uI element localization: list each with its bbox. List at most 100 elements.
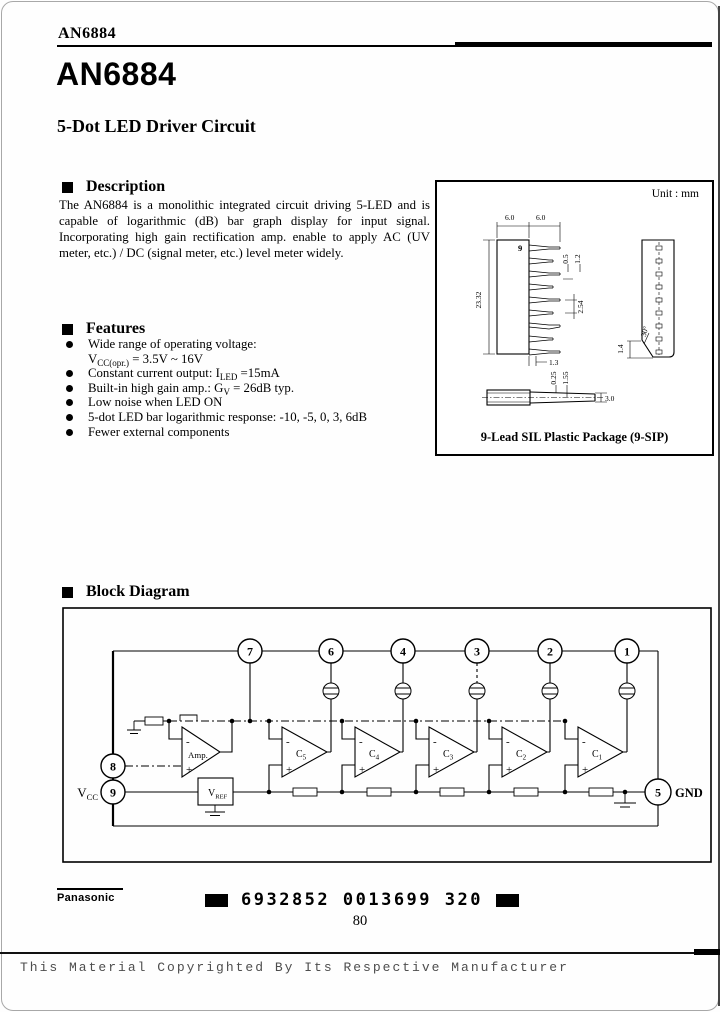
svg-text:4: 4 [400, 645, 406, 659]
dimension-labels: 6.0 6.0 23.32 0.5 1.2 2.54 1.3 0.25 1.55… [474, 213, 650, 403]
pin-2: 2 [537, 638, 563, 664]
pin-8: 8 [100, 753, 126, 779]
unit-label: Unit : mm [651, 188, 699, 200]
pin-4: 4 [390, 638, 416, 664]
svg-text:1.2: 1.2 [573, 254, 582, 264]
header-rule-thin [57, 45, 456, 47]
svg-text:Amp.: Amp. [188, 750, 208, 760]
feature-item-continuation: VCC(opr.) = 3.5V ~ 16V [88, 351, 203, 368]
svg-text:+: + [433, 764, 439, 776]
bottom-rule-end [694, 949, 720, 955]
svg-text:C3: C3 [443, 749, 454, 762]
junction-dots [166, 718, 628, 795]
block-diagram-heading: Block Diagram [62, 583, 190, 601]
brand-logo: Panasonic [57, 892, 115, 904]
feature-item: 5-dot LED bar logarithmic response: -10,… [59, 410, 439, 425]
svg-text:7: 7 [247, 645, 253, 659]
svg-text:-: - [433, 736, 437, 748]
svg-text:3: 3 [474, 645, 480, 659]
vcc-label: VCC [77, 785, 98, 802]
feature-item: Built-in high gain amp.: GV = 26dB typ. [59, 381, 439, 397]
svg-text:5: 5 [655, 786, 661, 800]
feature-item: Wide range of operating voltage: [59, 337, 439, 352]
bus-jumper [179, 714, 198, 721]
svg-text:9: 9 [110, 786, 116, 800]
svg-text:1.55: 1.55 [561, 371, 570, 384]
svg-text:6: 6 [328, 645, 334, 659]
description-heading: Description [62, 178, 165, 196]
svg-text:-: - [359, 736, 363, 748]
svg-text:-: - [286, 736, 290, 748]
bottom-rule [0, 952, 713, 954]
page-subtitle: 5-Dot LED Driver Circuit [57, 116, 256, 136]
page-number: 80 [352, 913, 368, 929]
features-heading-label: Features [86, 320, 146, 337]
scan-edge-line [718, 6, 720, 1006]
package-side-view [627, 239, 675, 359]
comparator-c2: - + C2 [501, 726, 549, 778]
led-icon [468, 682, 486, 700]
svg-text:2.54: 2.54 [576, 300, 585, 313]
description-text: The AN6884 is a monolithic integrated ci… [59, 198, 430, 261]
led-symbols [322, 682, 636, 700]
svg-text:+: + [506, 764, 512, 776]
svg-text:C4: C4 [369, 749, 380, 762]
wires [111, 650, 659, 827]
block-diagram: - + Amp. - + C5 - + C4 - + C3 - + C2 [62, 607, 712, 863]
svg-text:1.4: 1.4 [616, 344, 625, 354]
pin-9: 9 [100, 779, 126, 805]
barcode-digits: 6932852 0013699 320 [241, 890, 483, 910]
led-icon [322, 682, 340, 700]
led-icon [541, 682, 559, 700]
copyright-line: This Material Copyrighted By Its Respect… [20, 960, 569, 975]
footer-smudge-line [57, 888, 123, 890]
dimension-lines-front [483, 222, 581, 366]
description-heading-label: Description [86, 178, 166, 195]
feature-item: Low noise when LED ON [59, 395, 439, 410]
svg-text:+: + [186, 764, 192, 776]
bullet-icon [66, 384, 73, 392]
svg-text:2: 2 [547, 645, 553, 659]
barcode-row: 6932852 0013699 320 [205, 890, 519, 910]
section-square-icon [62, 181, 73, 193]
resistors [144, 716, 614, 797]
pin-terminals: 7 6 4 3 2 1 8 9 5 [100, 638, 672, 806]
feature-item: Constant current output: ILED =15mA [59, 366, 439, 382]
svg-text:+: + [582, 764, 588, 776]
section-square-icon [62, 323, 73, 335]
gnd-label: GND [675, 786, 703, 800]
svg-text:+: + [286, 764, 292, 776]
comparator-c4: - + C4 [354, 726, 402, 778]
svg-text:3.0: 3.0 [605, 394, 615, 403]
section-square-icon [62, 586, 73, 598]
features-heading: Features [62, 320, 145, 338]
package-body-front [496, 239, 530, 355]
amplifier: - + Amp. [181, 725, 222, 779]
ground-icon [205, 805, 225, 816]
page-title: AN6884 [56, 56, 177, 92]
header-rule-thick [455, 42, 712, 47]
svg-text:0.25: 0.25 [549, 371, 558, 384]
bullet-icon [66, 341, 73, 348]
svg-text:C1: C1 [592, 749, 603, 762]
ground-icon [127, 721, 141, 734]
svg-text:-: - [582, 736, 586, 748]
svg-text:1.3: 1.3 [549, 358, 559, 367]
vref-block: VREF [197, 777, 234, 806]
pin-6: 6 [318, 638, 344, 664]
pin-5: 5 [644, 778, 672, 806]
bullet-icon [66, 399, 73, 407]
side-view-pin-ends [655, 245, 663, 355]
block-diagram-heading-label: Block Diagram [86, 583, 190, 600]
svg-text:-: - [186, 736, 190, 748]
bullet-icon [66, 413, 73, 421]
svg-text:9: 9 [518, 243, 522, 253]
package-diagram-box: Unit : mm [435, 180, 714, 456]
package-caption: 9-Lead SIL Plastic Package (9-SIP) [480, 430, 669, 444]
block-diagram-border [62, 607, 712, 863]
doc-number: AN6884 [58, 25, 117, 42]
comparator-c3: - + C3 [428, 726, 476, 778]
bullet-icon [66, 428, 73, 436]
barcode-start-square-icon [205, 893, 228, 907]
